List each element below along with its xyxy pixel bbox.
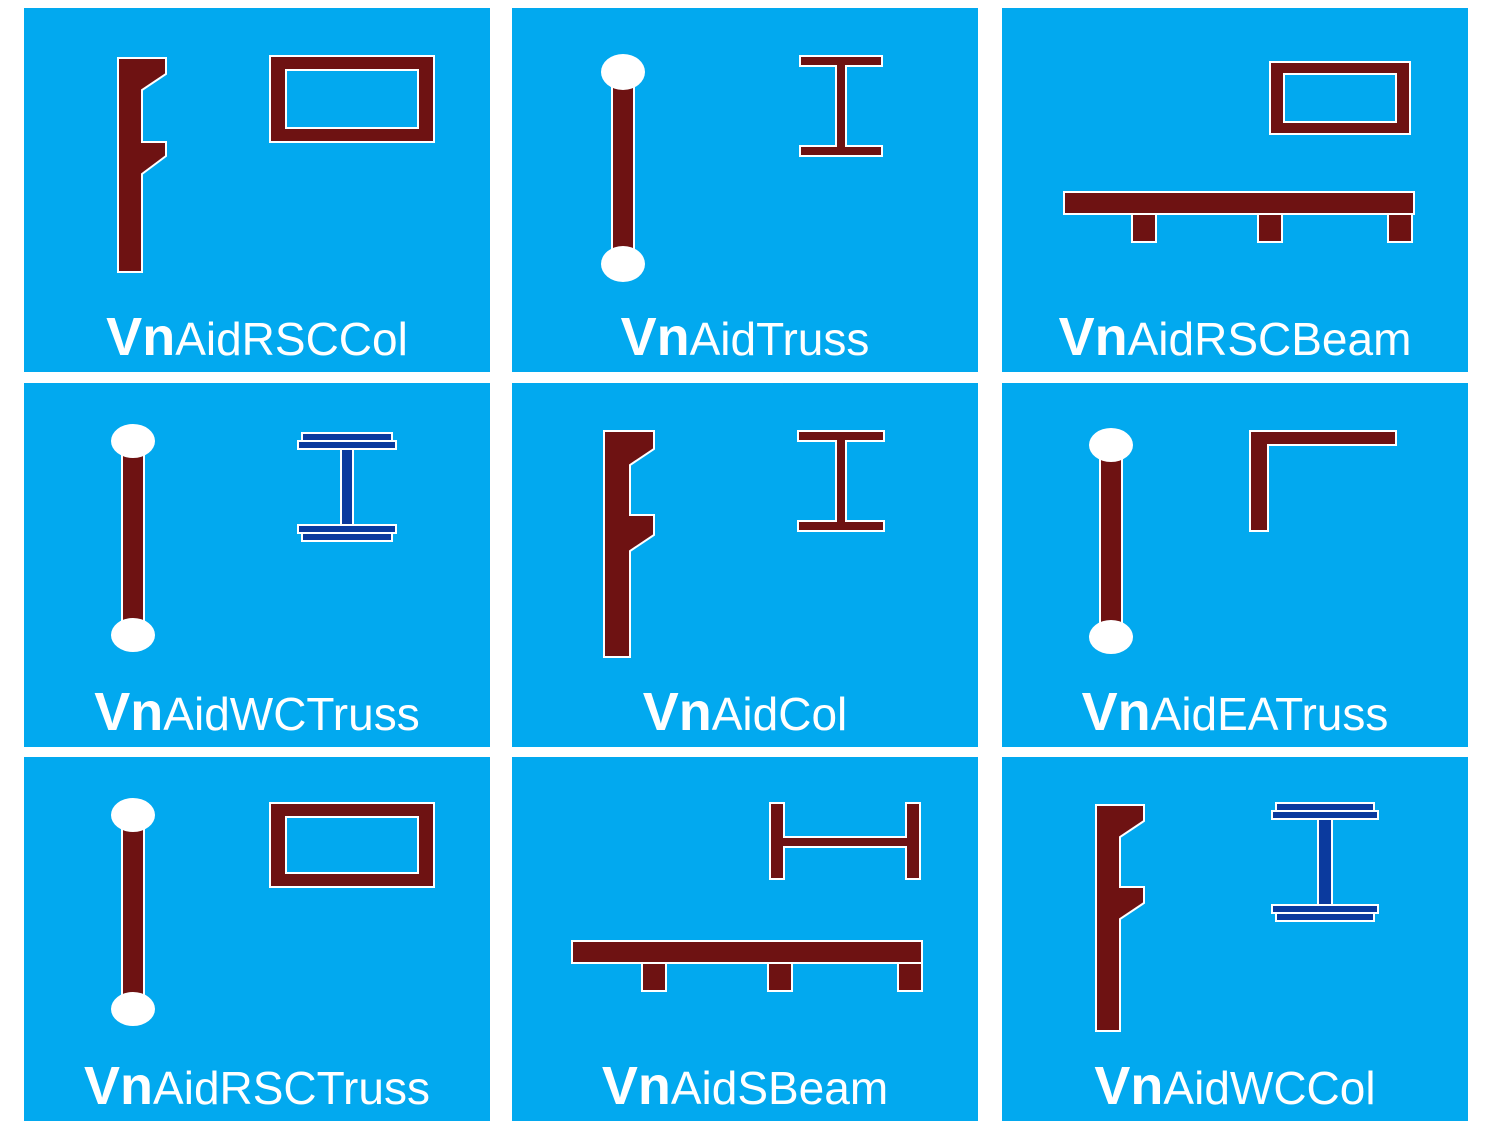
label-suffix: AidSBeam xyxy=(670,1062,889,1114)
label-suffix: AidWCTruss xyxy=(163,688,420,740)
tile-label: VnAidWCCol xyxy=(1002,1059,1468,1113)
rectangular-hollow-section-icon xyxy=(269,55,435,143)
tile-vnaidwctruss[interactable]: VnAidWCTruss xyxy=(24,383,490,747)
pinned-member-icon xyxy=(601,54,883,282)
tile-label: VnAidRSCCol xyxy=(24,310,490,364)
pinned-member-icon xyxy=(111,798,435,1026)
label-prefix: Vn xyxy=(1081,682,1151,742)
tile-vnaideatruss[interactable]: VnAidEATruss xyxy=(1002,383,1468,747)
h-section-icon xyxy=(769,802,921,880)
tile-vnaidtruss[interactable]: VnAidTruss xyxy=(512,8,978,372)
tile-vnaidrsctruss[interactable]: VnAidRSCTruss xyxy=(24,757,490,1121)
tile-label: VnAidEATruss xyxy=(1002,685,1468,739)
equal-angle-section-icon xyxy=(1249,430,1397,532)
label-prefix: Vn xyxy=(106,307,176,367)
beam-on-supports-icon xyxy=(1063,61,1415,243)
tile-label: VnAidSBeam xyxy=(512,1059,978,1113)
label-prefix: Vn xyxy=(620,307,690,367)
welded-i-section-icon xyxy=(1271,802,1379,922)
pinned-member-icon xyxy=(1089,428,1397,654)
column-corbel-icon xyxy=(1095,802,1379,1032)
tile-vnaidwccol[interactable]: VnAidWCCol xyxy=(1002,757,1468,1121)
label-suffix: AidTruss xyxy=(689,313,870,365)
label-prefix: Vn xyxy=(601,1056,671,1116)
tile-label: VnAidRSCTruss xyxy=(24,1059,490,1113)
label-suffix: AidRSCBeam xyxy=(1127,313,1412,365)
tile-label: VnAidCol xyxy=(512,685,978,739)
i-section-icon xyxy=(799,55,883,157)
tile-label: VnAidWCTruss xyxy=(24,685,490,739)
label-prefix: Vn xyxy=(94,682,164,742)
tile-vnaidcol[interactable]: VnAidCol xyxy=(512,383,978,747)
tile-vnaidrsccol[interactable]: VnAidRSCCol xyxy=(24,8,490,372)
rectangular-hollow-section-icon xyxy=(1269,61,1411,135)
label-suffix: AidEATruss xyxy=(1150,688,1389,740)
column-corbel-icon xyxy=(117,55,435,273)
pinned-member-icon xyxy=(111,424,397,652)
label-suffix: AidWCCol xyxy=(1163,1062,1376,1114)
tile-vnaidsbeam[interactable]: VnAidSBeam xyxy=(512,757,978,1121)
label-suffix: AidRSCTruss xyxy=(153,1062,430,1114)
welded-i-section-icon xyxy=(297,432,397,542)
column-corbel-icon xyxy=(603,430,885,658)
label-prefix: Vn xyxy=(642,682,712,742)
label-suffix: AidCol xyxy=(711,688,848,740)
i-section-icon xyxy=(797,430,885,532)
tile-label: VnAidTruss xyxy=(512,310,978,364)
label-prefix: Vn xyxy=(1058,307,1128,367)
label-prefix: Vn xyxy=(1094,1056,1164,1116)
tile-vnaidrscbeam[interactable]: VnAidRSCBeam xyxy=(1002,8,1468,372)
rectangular-hollow-section-icon xyxy=(269,802,435,888)
label-suffix: AidRSCCol xyxy=(175,313,408,365)
label-prefix: Vn xyxy=(84,1056,154,1116)
beam-on-supports-icon xyxy=(571,802,923,992)
tile-label: VnAidRSCBeam xyxy=(1002,310,1468,364)
